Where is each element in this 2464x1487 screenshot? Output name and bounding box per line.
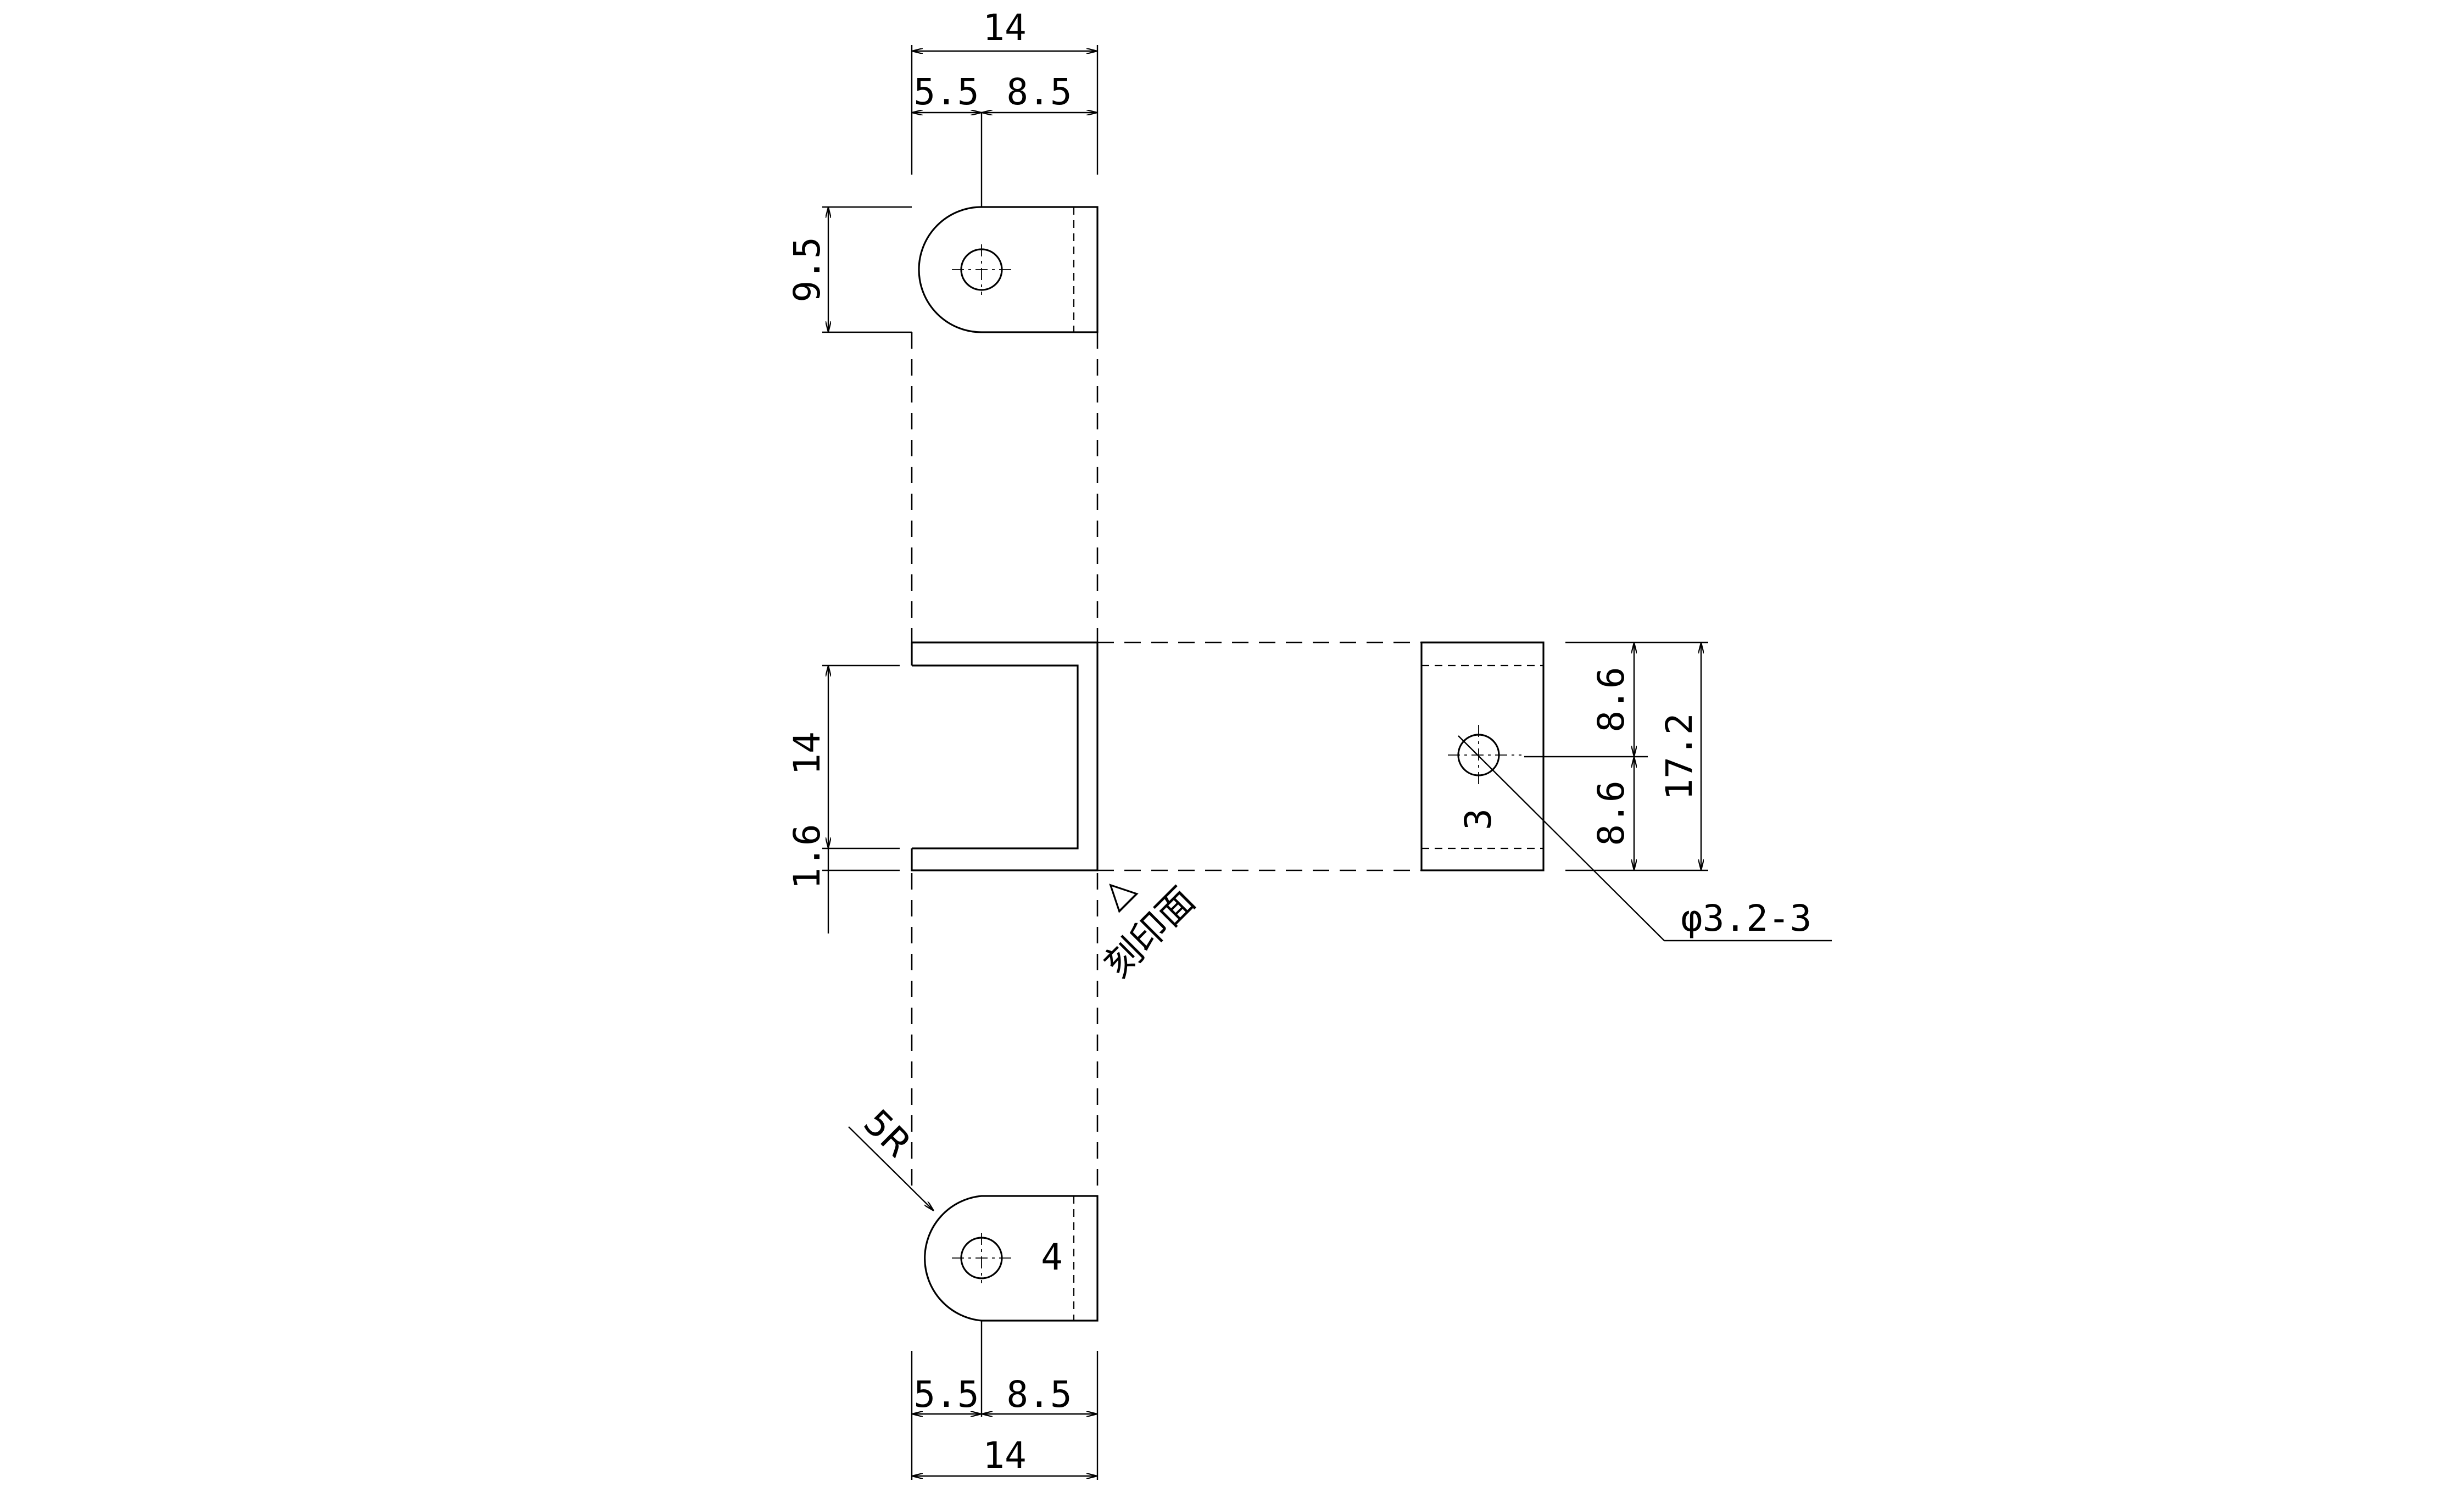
dim-bottom-left-offset: 5.5 bbox=[913, 1373, 979, 1416]
dim-side-upper-half: 8.6 bbox=[1590, 667, 1632, 732]
bottom-view: 5R 4 5.5 8.5 14 bbox=[848, 1102, 1099, 1480]
dim-bottom-overall-width: 14 bbox=[983, 1434, 1026, 1477]
dim-top-overall-width: 14 bbox=[983, 7, 1026, 49]
side-view: 8.6 8.6 17.2 3 φ3.2-3 bbox=[1420, 641, 1832, 942]
hole-callout-label: φ3.2-3 bbox=[1681, 897, 1811, 940]
dim-side-lower-half: 8.6 bbox=[1590, 780, 1632, 846]
front-view-outer-profile bbox=[911, 641, 1099, 871]
front-view-inner-profile bbox=[912, 664, 1079, 849]
front-view: 14 1.6 △ 刻印面 bbox=[786, 641, 1203, 986]
dim-front-inner-height: 14 bbox=[786, 731, 828, 775]
dim-front-thickness: 1.6 bbox=[786, 824, 828, 889]
hole-callout-leader bbox=[1458, 735, 1665, 941]
dim-side-overall: 17.2 bbox=[1658, 713, 1701, 801]
stamp-surface-symbol: △ bbox=[1092, 867, 1142, 916]
top-view: 14 5.5 8.5 9.5 bbox=[786, 7, 1099, 333]
top-view-outline bbox=[918, 206, 1099, 333]
dim-side-hole: 3 bbox=[1457, 808, 1499, 830]
bottom-view-outline bbox=[924, 1195, 1099, 1322]
dim-top-left-offset: 5.5 bbox=[913, 71, 979, 113]
radius-leader bbox=[848, 1126, 934, 1211]
dim-bottom-right-offset: 8.5 bbox=[1006, 1373, 1072, 1416]
dim-bottom-radius: 5R bbox=[856, 1102, 920, 1166]
dim-bottom-hole: 4 bbox=[1041, 1236, 1063, 1278]
dim-top-height: 9.5 bbox=[786, 237, 828, 302]
dim-top-right-offset: 8.5 bbox=[1006, 71, 1072, 113]
